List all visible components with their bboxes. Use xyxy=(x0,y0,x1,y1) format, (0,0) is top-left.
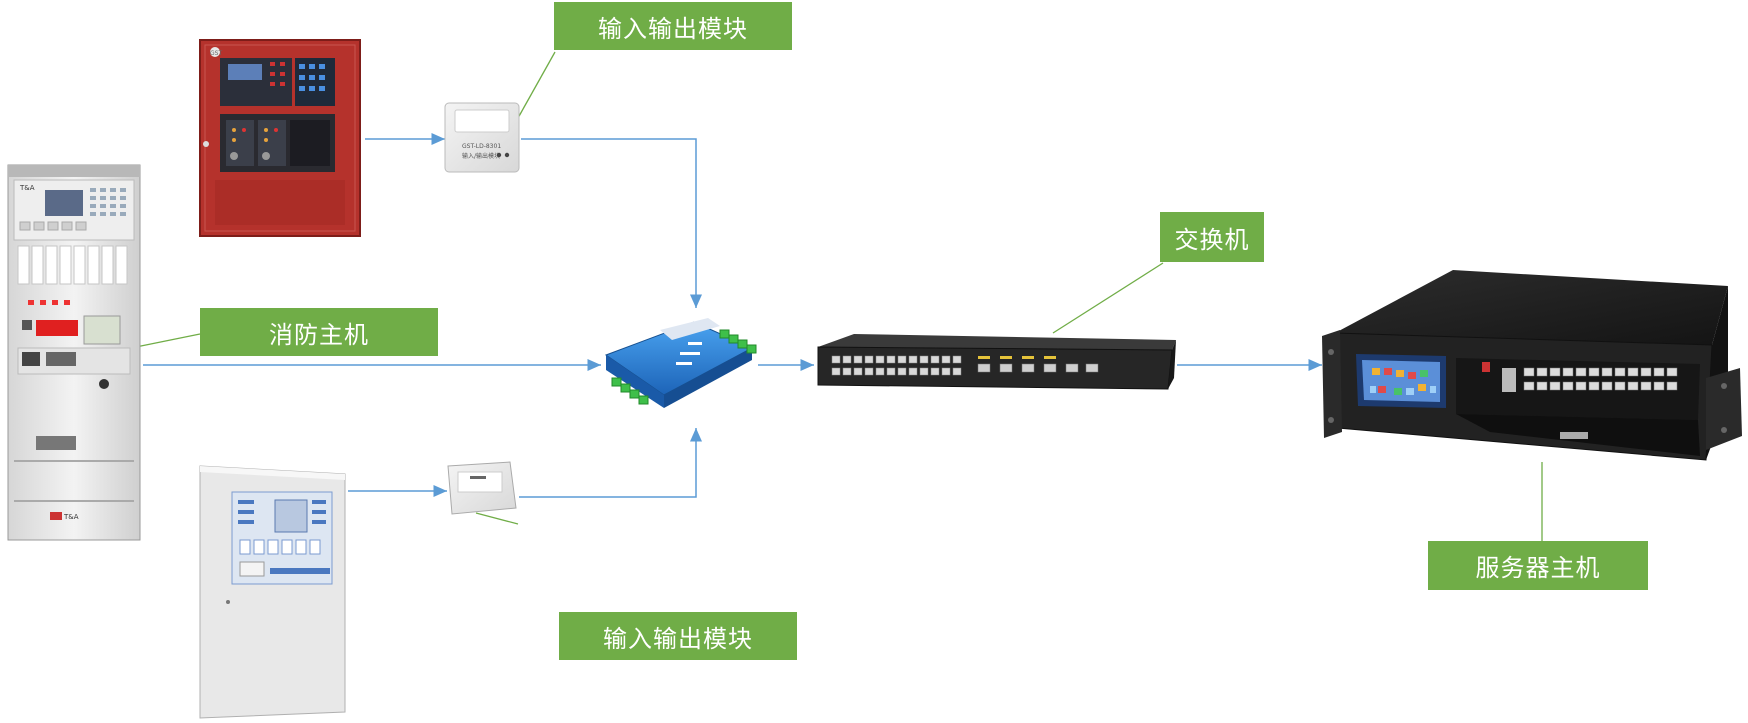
leader-io-bottom xyxy=(475,512,519,525)
label-io-module-bottom: 输入输出模块 xyxy=(559,612,797,660)
io-top-caption: 输入/输出模块 xyxy=(462,152,500,160)
leader-switch xyxy=(1052,262,1164,334)
serial-converter xyxy=(604,318,757,408)
leader-fire-host xyxy=(135,333,201,348)
label-fire-host: 消防主机 xyxy=(200,308,438,356)
io-module-bottom xyxy=(447,461,517,515)
leader-io-top xyxy=(517,51,556,119)
cabinet-footer-brand: T&A xyxy=(63,513,79,521)
label-server-host: 服务器主机 xyxy=(1428,541,1648,590)
connector-io-bottom-to-converter xyxy=(519,428,702,498)
red-panel-brand: GST xyxy=(210,50,222,57)
connectors xyxy=(143,133,1322,498)
leader-lines xyxy=(135,51,1543,542)
label-io-module-top: 输入输出模块 xyxy=(554,2,792,50)
connector-io-top-to-converter xyxy=(521,138,702,308)
network-switch xyxy=(817,334,1176,390)
red-fire-panel: GST xyxy=(199,39,361,237)
io-module-top: GST-LD-8301 输入/输出模块 xyxy=(444,102,520,173)
cabinet-brand: T&A xyxy=(19,184,35,192)
fire-host-cabinet: T&A T&A xyxy=(7,164,141,541)
server-host xyxy=(1322,270,1742,461)
label-switch: 交换机 xyxy=(1160,212,1264,262)
io-top-model: GST-LD-8301 xyxy=(462,143,501,150)
white-fire-panel xyxy=(199,465,346,719)
